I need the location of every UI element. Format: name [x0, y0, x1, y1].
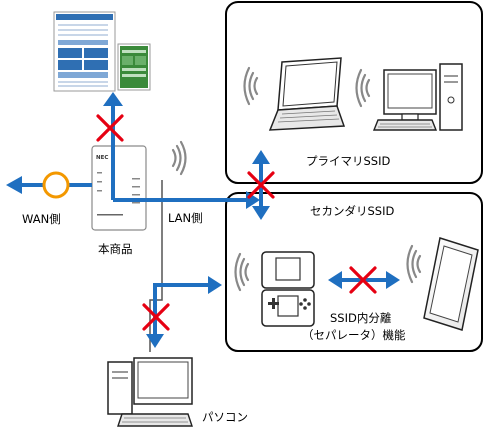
wan-port-circle — [42, 171, 70, 199]
separator-label-line2: （セパレータ）機能 — [302, 328, 406, 342]
arrow-head-right-separator — [386, 271, 400, 289]
lan-side-label: LAN側 — [168, 211, 203, 225]
tablet-icon — [423, 237, 479, 331]
arrow-head-right-pc — [208, 276, 222, 294]
router-device: NEC — [91, 145, 147, 231]
device-label: 本商品 — [98, 242, 133, 256]
pc-label: パソコン — [202, 410, 248, 424]
arrow-head-up-ssid — [252, 150, 270, 164]
primary-ssid-box — [225, 1, 483, 184]
pc-icon — [107, 357, 193, 427]
arrow-head-wan-left — [6, 176, 22, 194]
primary-ssid-label: プライマリSSID — [306, 154, 391, 168]
secondary-ssid-box — [225, 192, 483, 352]
laptop-icon — [268, 57, 346, 131]
wan-side-label: WAN側 — [22, 212, 61, 226]
blocked-x-ssid — [247, 171, 275, 199]
secondary-ssid-label: セカンダリSSID — [310, 204, 395, 218]
arrow-head-down-pc — [146, 334, 164, 348]
console-wifi-waves-icon — [234, 252, 250, 292]
blocked-x-pc — [142, 303, 170, 331]
desktop-pc-icon — [372, 63, 463, 131]
svg-text:NEC: NEC — [96, 155, 108, 161]
router-wifi-waves-icon — [171, 140, 187, 176]
web-settings-screenshot-icon — [53, 11, 151, 92]
arrow-head-down-ssid — [252, 206, 270, 220]
game-console-icon — [261, 251, 315, 327]
laptop-wifi-waves-icon — [243, 66, 259, 106]
blocked-x-separator — [349, 266, 377, 294]
tablet-wifi-waves-icon — [406, 244, 422, 284]
separator-label-line1: SSID内分離 — [330, 311, 392, 325]
arrow-head-up-top — [103, 92, 123, 106]
desktop-wifi-waves-icon — [355, 68, 371, 108]
blocked-x-top — [96, 114, 124, 142]
arrow-head-left-separator — [328, 271, 342, 289]
